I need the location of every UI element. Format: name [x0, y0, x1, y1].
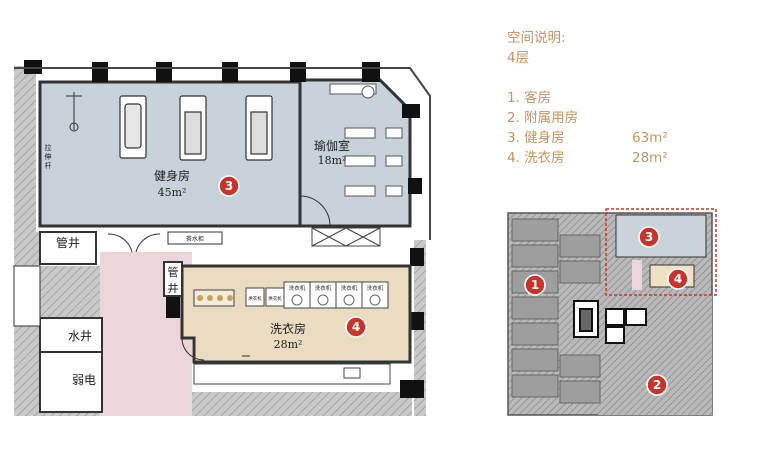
key-plan-core [573, 300, 647, 344]
key-plan-highlight [605, 208, 717, 296]
key-plan-marker-number: 1 [531, 278, 539, 292]
key-plan-marker-2: 2 [646, 374, 668, 396]
stretch-bar-label: 拉 [45, 143, 52, 152]
legend-item-label: 3. 健身房 [507, 130, 565, 146]
yoga-shelf [329, 83, 377, 95]
key-plan-marker-3: 3 [638, 226, 660, 248]
weak-power-label: 弱电 [72, 373, 96, 387]
key-plan-marker-number: 2 [653, 378, 661, 392]
gym-marker-number: 3 [225, 179, 233, 193]
yoga-name-label: 瑜伽室 [314, 138, 350, 153]
tea-cabinet-label: 茶水柜 [186, 235, 204, 243]
coat-stand [66, 92, 82, 132]
pipe-shaft-side [163, 261, 183, 297]
laundry-marker: 4 [345, 316, 367, 338]
legend-item: 2. 附属用房 [507, 110, 579, 126]
legend-item: 4. 洗衣房 28m² [507, 150, 668, 166]
legend-item-label: 2. 附属用房 [507, 110, 579, 126]
legend-heading: 空间说明: [507, 30, 566, 46]
key-plan: 1 2 3 4 [507, 208, 717, 416]
gym-room [38, 78, 412, 228]
pipe-shaft-top-label: 管井 [56, 235, 80, 250]
pipe-shaft-side-label: 管 [168, 265, 179, 279]
water-shaft-label: 水井 [68, 329, 92, 343]
key-plan-gym [615, 214, 707, 258]
legend-floor: 4层 [507, 50, 530, 66]
key-plan-marker-4: 4 [667, 268, 689, 290]
gym-name-label: 健身房 [154, 168, 190, 183]
doors [107, 233, 205, 361]
key-plan-marker-number: 4 [674, 272, 682, 286]
laundry-marker-number: 4 [352, 320, 360, 334]
yoga-mats [344, 127, 403, 197]
key-plan-marker-number: 3 [645, 230, 653, 244]
gym-area-label: 45m² [158, 186, 187, 199]
yoga-clock [361, 85, 375, 99]
outer-wall [14, 67, 431, 240]
dryer-label: 烘衣机 [248, 295, 262, 302]
legend-item-area: 63m² [632, 130, 668, 146]
key-plan-guestrooms [511, 218, 601, 404]
laundry-name-label: 洗衣房 [270, 321, 306, 336]
laundry-area-label: 28m² [274, 338, 303, 351]
yoga-area-label: 18m² [318, 154, 347, 167]
stretch-bar-label: 杆 [45, 161, 52, 170]
washer-label: 洗衣机 [341, 284, 358, 292]
washer-label: 洗衣机 [315, 284, 332, 292]
legend-item-label: 4. 洗衣房 [507, 150, 565, 166]
legend-item-label: 1. 客房 [507, 90, 552, 106]
legend-item: 3. 健身房 63m² [507, 130, 668, 146]
treadmills [119, 95, 273, 161]
gym-marker: 3 [218, 175, 240, 197]
washer-label: 洗衣机 [289, 284, 306, 292]
key-plan-marker-1: 1 [524, 274, 546, 296]
washer-label: 洗衣机 [367, 284, 384, 292]
pipe-shaft-top [39, 231, 97, 265]
stretch-bar-label: 伸 [45, 152, 52, 161]
weak-power-room [39, 351, 103, 413]
tea-cabinet [167, 231, 223, 245]
legend-item: 1. 客房 [507, 90, 552, 106]
storage-cabinets [311, 227, 381, 247]
washers [283, 281, 389, 309]
left-corridor-room [13, 265, 41, 327]
dryer-label: 烘衣机 [268, 295, 282, 302]
legend-item-area: 28m² [632, 150, 668, 166]
pipe-shaft-side-label: 井 [168, 281, 179, 295]
floor-plan: 茶水柜 管井 洗衣机 洗衣机 洗衣机 洗衣机 烘衣机 烘衣机 管 井 [13, 60, 431, 416]
